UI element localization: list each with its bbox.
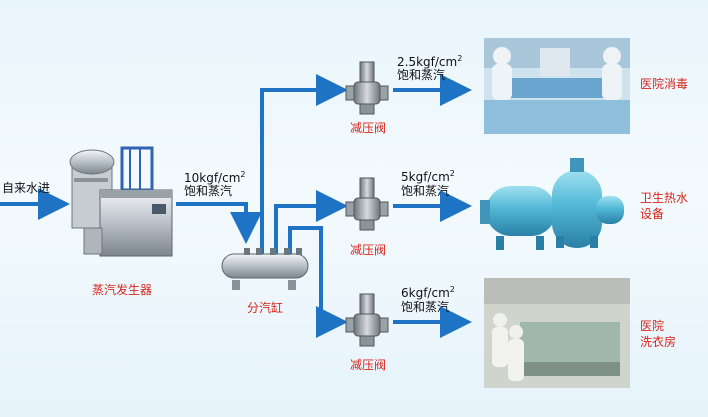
branch-3-steam-type: 饱和蒸汽 <box>401 300 450 314</box>
branch-1-destination: 医院消毒 <box>640 76 688 92</box>
pressure-reducing-valve-2 <box>345 177 389 231</box>
hot-water-tank-image <box>480 158 624 250</box>
branch-3-destination-line-1: 医院 <box>640 319 665 333</box>
branch-3-pressure: 6kgf/cm2 <box>401 283 455 300</box>
branch-3-pressure-value: 6kgf/cm <box>401 286 450 300</box>
branch-2-pressure-value: 5kgf/cm <box>401 170 450 184</box>
branch-2-steam-type: 饱和蒸汽 <box>401 184 450 198</box>
branch-2-destination-line-2: 设备 <box>640 207 665 221</box>
riser-pipe-2 <box>274 190 348 254</box>
branch-1-valve-label: 减压阀 <box>350 121 387 135</box>
main-steam-type: 饱和蒸汽 <box>184 184 233 198</box>
disinfection-photo <box>484 38 630 134</box>
branch-3-destination-line-2: 洗衣房 <box>640 335 677 349</box>
main-steam-pressure-unit-exp: 2 <box>240 170 246 179</box>
branch-2-destination-line-1: 卫生热水 <box>640 191 689 205</box>
pressure-reducing-valve-3 <box>345 293 389 347</box>
steam-generator-label: 蒸汽发生器 <box>92 283 153 297</box>
branch-2-pressure: 5kgf/cm2 <box>401 167 455 184</box>
main-steam-pressure-value: 10kgf/cm <box>184 171 241 185</box>
branch-3-destination: 医院 洗衣房 <box>640 318 676 350</box>
branch-3-valve-label: 减压阀 <box>350 358 387 372</box>
branch-1-pressure: 2.5kgf/cm2 <box>397 52 462 69</box>
manifold-label: 分汽缸 <box>247 301 284 315</box>
main-steam-pressure: 10kgf/cm2 <box>184 168 245 185</box>
manifold-image <box>221 248 309 290</box>
pressure-reducing-valve-1 <box>345 61 389 115</box>
laundry-photo <box>484 278 630 388</box>
branch-1-pressure-unit-exp: 2 <box>457 54 463 63</box>
branch-3-pressure-unit-exp: 2 <box>449 285 455 294</box>
branch-1-steam-type: 饱和蒸汽 <box>397 68 446 82</box>
branch-2-valve-label: 减压阀 <box>350 243 387 257</box>
riser-pipe-3 <box>288 226 348 338</box>
branch-2-pressure-unit-exp: 2 <box>449 169 455 178</box>
branch-1-pressure-value: 2.5kgf/cm <box>397 55 458 69</box>
branch-2-destination: 卫生热水 设备 <box>640 190 688 222</box>
riser-pipe-1 <box>260 74 348 254</box>
steam-generator-image <box>69 146 173 257</box>
main-steam-pipe <box>176 202 262 244</box>
branch-1-destination-line-1: 医院消毒 <box>640 77 689 91</box>
water-inlet-label: 自来水进 <box>2 181 51 195</box>
